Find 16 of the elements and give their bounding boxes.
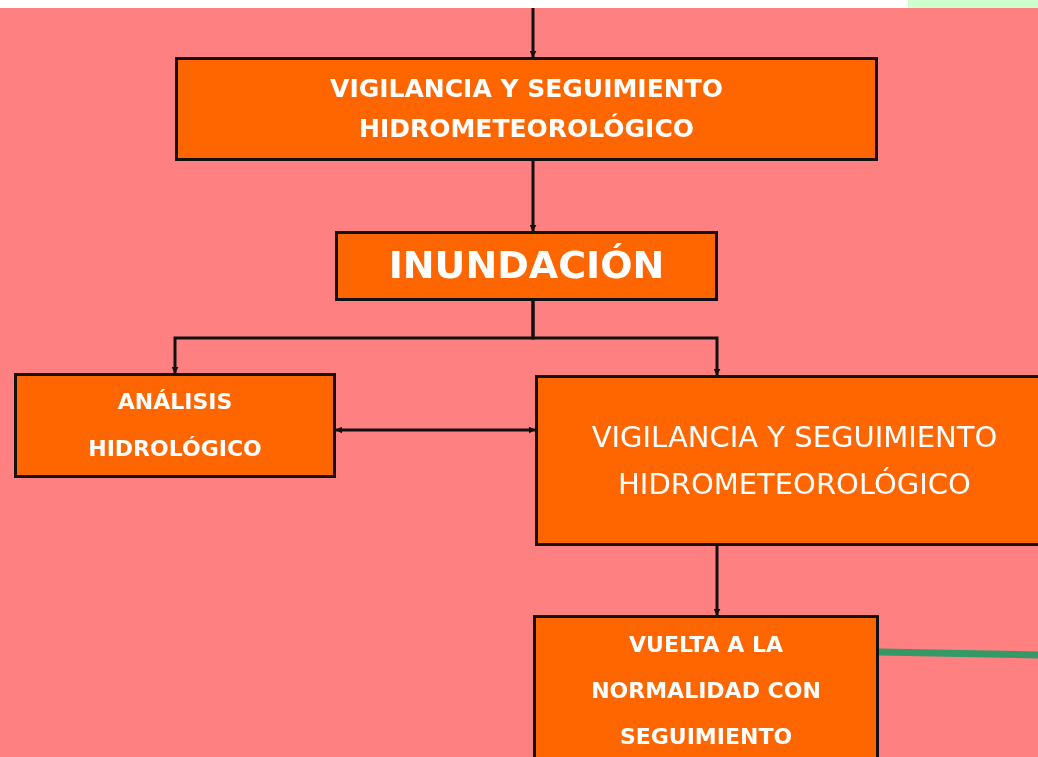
box-label: VIGILANCIA Y SEGUIMIENTO HIDROMETEOROLÓGICO (329, 73, 724, 145)
arrow (335, 426, 536, 434)
process-box (533, 615, 879, 757)
box-label: ANÁLISIS HIDROLÓGICO (87, 388, 263, 463)
process-box (14, 373, 336, 478)
arrow (529, 161, 537, 232)
process-box (175, 57, 878, 161)
process-box (535, 375, 1038, 546)
connector-line (878, 648, 1038, 659)
box-label: VUELTA A LA NORMALIDAD CON SEGUIMIENTO (591, 631, 821, 752)
box-label: VIGILANCIA Y SEGUIMIENTO HIDROMETEOROLÓGICO (590, 419, 999, 503)
arrow (713, 546, 721, 616)
box-label: INUNDACIÓN (388, 243, 665, 289)
arrow (531, 301, 721, 376)
process-box (335, 231, 718, 301)
arrow (529, 8, 537, 58)
